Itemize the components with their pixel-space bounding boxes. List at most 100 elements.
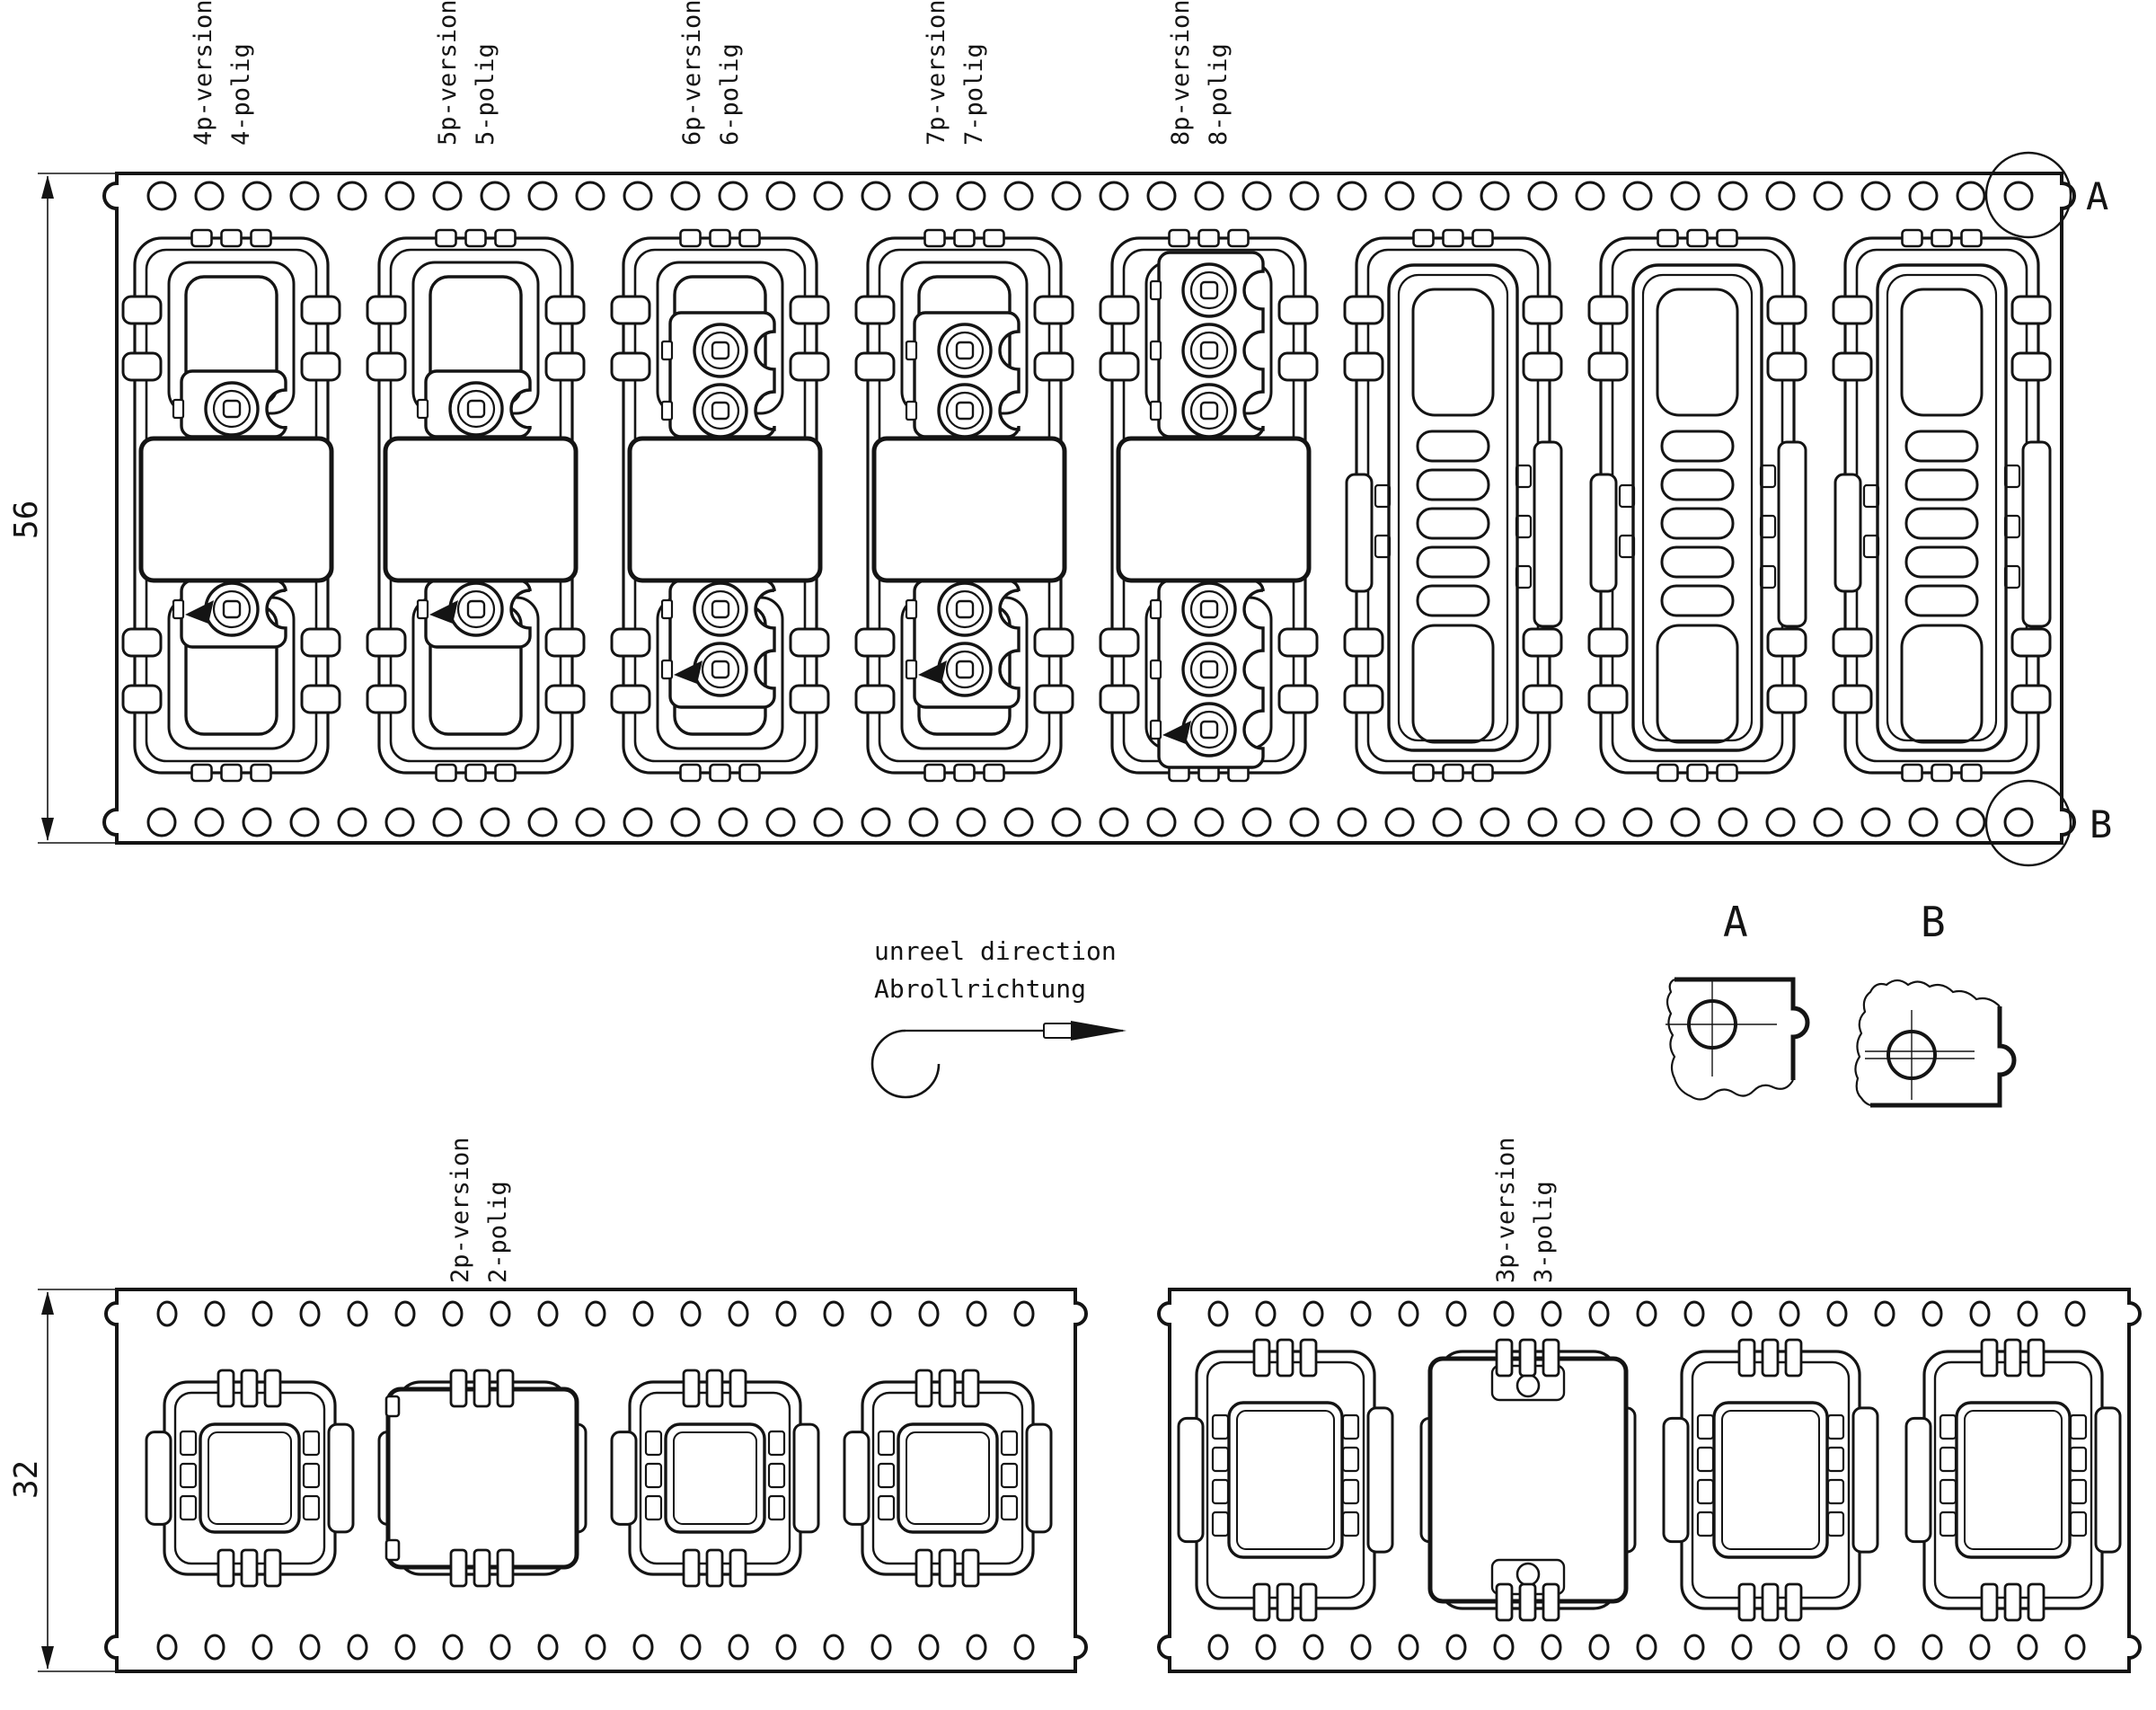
sprocket-hole <box>442 1634 464 1661</box>
sprocket-hole <box>575 181 605 211</box>
sprocket-hole <box>1146 181 1177 211</box>
polarity-arrow-icon <box>185 600 214 624</box>
sprocket-hole <box>1541 1634 1562 1661</box>
sprocket-hole <box>575 807 605 837</box>
sprocket-hole <box>718 181 748 211</box>
sprocket-hole <box>1779 1300 1800 1327</box>
dimension-value: 56 <box>8 501 45 539</box>
label-5p-line2: 5-polig <box>472 43 499 146</box>
sprocket-hole <box>432 181 463 211</box>
detail-circle <box>1984 779 2072 867</box>
dimension-value: 32 <box>8 1460 45 1499</box>
sprocket-hole <box>537 1300 559 1327</box>
sprocket-hole <box>1099 181 1129 211</box>
sprocket-hole <box>194 807 225 837</box>
sprocket-hole <box>1765 181 1796 211</box>
label-8p-line2: 8-polig <box>1205 43 1233 146</box>
sprocket-hole <box>384 181 415 211</box>
empty-pocket <box>1343 228 1563 783</box>
detail-marker-b: B <box>1984 779 2112 867</box>
sprocket-hole <box>1874 1634 1895 1661</box>
arrowhead-up-icon <box>41 175 54 199</box>
sprocket-hole <box>289 807 320 837</box>
sprocket-hole <box>718 807 748 837</box>
sprocket-hole <box>1779 1634 1800 1661</box>
sprocket-hole <box>490 1300 511 1327</box>
bottom-right-carrier-tape <box>1157 1288 2142 1673</box>
label-2p-line1: 2p-version <box>446 1137 474 1283</box>
label-3p-line2: 3-polig <box>1530 1181 1558 1283</box>
empty-pocket <box>1904 1338 2122 1622</box>
sprocket-hole <box>299 1634 321 1661</box>
sprocket-hole <box>252 1300 273 1327</box>
sprocket-hole <box>1303 1300 1324 1327</box>
connector-pocket-8p <box>1099 228 1319 783</box>
sprocket-hole <box>2003 807 2034 837</box>
label-6p-line2: 6-polig <box>716 43 744 146</box>
sprocket-hole <box>823 1634 844 1661</box>
sprocket-hole <box>1398 1300 1419 1327</box>
unreel-text-en: unreel direction <box>874 936 1117 966</box>
sprocket-hole <box>956 807 986 837</box>
sprocket-hole <box>670 181 701 211</box>
sprocket-hole <box>1683 1300 1705 1327</box>
sprocket-hole <box>1099 807 1129 837</box>
label-2p-line2: 2-polig <box>484 1181 512 1283</box>
sprocket-hole <box>585 1300 606 1327</box>
sprocket-hole <box>1636 1634 1657 1661</box>
sprocket-hole <box>813 807 844 837</box>
sprocket-hole <box>632 1300 654 1327</box>
sprocket-hole <box>1670 181 1701 211</box>
sprocket-hole <box>442 1300 464 1327</box>
label-4p-line1: 4p-version <box>190 0 217 146</box>
sprocket-hole <box>527 807 558 837</box>
sprocket-hole <box>337 181 367 211</box>
unreel-direction-note: unreel direction Abrollrichtung <box>870 936 1127 1099</box>
empty-pocket <box>1177 1338 1394 1622</box>
sprocket-hole <box>1337 807 1367 837</box>
sprocket-hole <box>1527 181 1558 211</box>
sprocket-hole <box>623 181 653 211</box>
sprocket-hole <box>728 1300 749 1327</box>
sprocket-hole <box>1207 1300 1229 1327</box>
sprocket-hole <box>1908 807 1939 837</box>
sprocket-hole <box>299 1300 321 1327</box>
connector-pocket-5p <box>366 228 586 783</box>
sprocket-hole <box>204 1634 225 1661</box>
sprocket-hole <box>1003 807 1034 837</box>
sprocket-hole <box>1683 1634 1705 1661</box>
sprocket-hole <box>1622 807 1653 837</box>
sprocket-hole <box>480 181 510 211</box>
sprocket-hole <box>1480 181 1510 211</box>
sprocket-hole <box>728 1634 749 1661</box>
sprocket-hole <box>432 807 463 837</box>
sprocket-hole <box>384 807 415 837</box>
sprocket-hole <box>1255 1634 1277 1661</box>
tape-border <box>1157 1288 2142 1673</box>
label-8p-line1: 8p-version <box>1167 0 1195 146</box>
sprocket-hole <box>1731 1300 1753 1327</box>
sprocket-hole <box>1241 181 1272 211</box>
connector-pocket-2p <box>377 1369 588 1588</box>
sprocket-hole <box>1289 181 1320 211</box>
sprocket-hole <box>527 181 558 211</box>
sprocket-hole <box>765 181 796 211</box>
sprocket-hole <box>1622 181 1653 211</box>
sprocket-hole <box>242 807 272 837</box>
sprocket-hole <box>670 807 701 837</box>
sprocket-hole <box>1398 1634 1419 1661</box>
sprocket-hole <box>1350 1300 1372 1327</box>
sprocket-hole <box>918 1300 940 1327</box>
tape-edge-cut <box>1870 1006 2017 1108</box>
label-4p-line2: 4-polig <box>227 43 255 146</box>
polarity-arrow-icon <box>1162 721 1191 744</box>
sprocket-hole <box>1575 807 1605 837</box>
detail-marker-a: A <box>1984 151 2108 239</box>
detail-letter: A <box>2086 174 2108 218</box>
empty-pocket <box>1587 228 1807 783</box>
sprocket-hole <box>490 1634 511 1661</box>
polarity-arrow-icon <box>674 660 702 684</box>
sprocket-hole <box>1588 1300 1610 1327</box>
arrowhead-down-icon <box>41 818 54 841</box>
sprocket-hole <box>1432 181 1462 211</box>
